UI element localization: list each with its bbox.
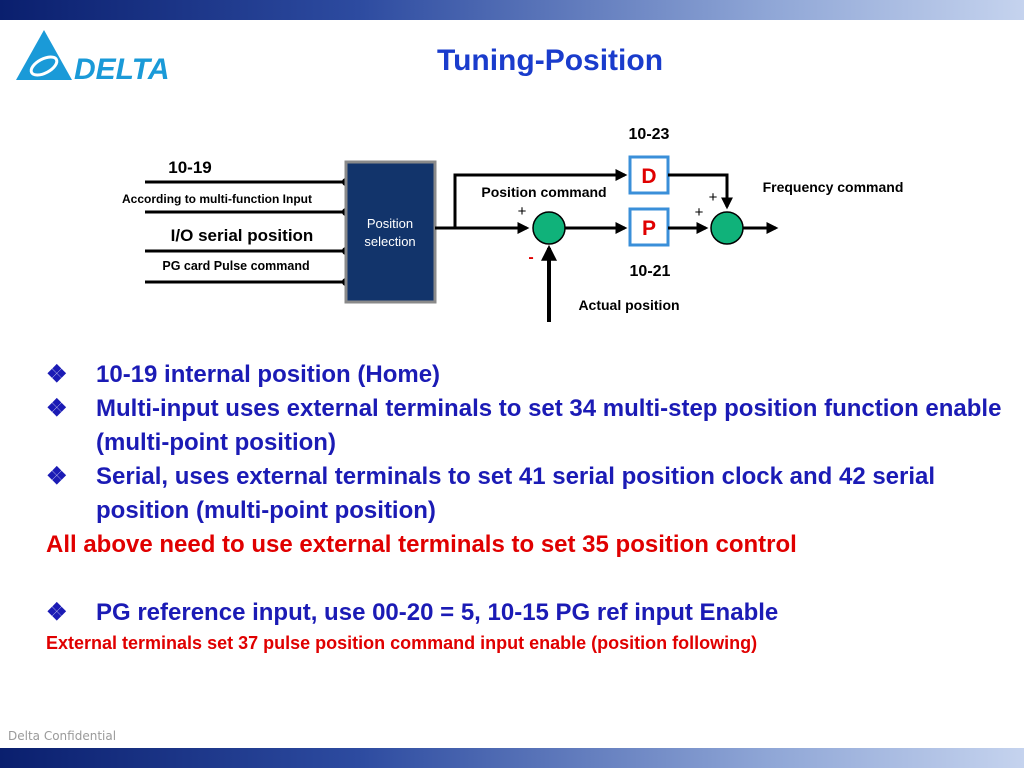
label-pg-card-pulse: PG card Pulse command <box>162 259 309 273</box>
bullet-text-1: 10-19 internal position (Home) <box>96 361 441 388</box>
note-external-terminals: All above need to use external terminals… <box>46 531 797 558</box>
label-10-19: 10-19 <box>168 158 211 177</box>
p-block-label: P <box>642 217 656 240</box>
d-block-label: D <box>641 165 656 188</box>
bullet-item-4: ❖ PG reference input, use 00-20 = 5, 10-… <box>46 596 1021 630</box>
position-selection-box <box>344 160 437 304</box>
label-io-serial-position: I/O serial position <box>171 226 314 245</box>
bullet-list: ❖ 10-19 internal position (Home) ❖ Multi… <box>46 358 1021 656</box>
label-frequency-command: Frequency command <box>763 179 904 195</box>
bullet-text-2: Multi-input uses external terminals to s… <box>96 395 1002 456</box>
label-position-command: Position command <box>481 184 606 200</box>
bullet-item-2: ❖ Multi-input uses external terminals to… <box>46 392 1021 460</box>
summing-junction-2 <box>710 211 744 245</box>
bullet-text-4: PG reference input, use 00-20 = 5, 10-15… <box>96 599 779 626</box>
brand-wordmark: DELTA <box>74 53 170 84</box>
label-multi-function-input: According to multi-function Input <box>122 192 312 206</box>
p-block <box>628 207 670 247</box>
branch-to-d-line <box>453 169 628 228</box>
diamond-bullet-icon: ❖ <box>46 361 68 388</box>
slide-title: Tuning-Position <box>436 44 664 77</box>
sum2-plus-top: + <box>709 189 718 206</box>
note-pulse-position: External terminals set 37 pulse position… <box>46 633 758 653</box>
diamond-bullet-icon: ❖ <box>46 463 68 490</box>
diamond-bullet-icon: ❖ <box>46 599 68 626</box>
bullet-item-3: ❖ Serial, uses external terminals to set… <box>46 460 1021 528</box>
bullet-text-3: Serial, uses external terminals to set 4… <box>96 463 936 524</box>
label-10-21: 10-21 <box>630 263 671 280</box>
sum1-minus-sign: - <box>528 249 533 266</box>
label-10-23: 10-23 <box>629 126 670 143</box>
d-to-sum2-line <box>668 173 733 210</box>
top-gradient-band <box>0 0 1024 20</box>
label-actual-position: Actual position <box>578 297 679 313</box>
spacer <box>46 562 1021 596</box>
position-selection-line2: selection <box>364 234 415 249</box>
delta-logo: DELTA <box>16 30 170 84</box>
position-selection-line1: Position <box>367 216 413 231</box>
position-control-diagram: 10-19 According to multi-function Input … <box>122 126 904 322</box>
bullet-item-1: ❖ 10-19 internal position (Home) <box>46 358 1021 392</box>
d-block <box>628 155 670 195</box>
confidential-footer: Delta Confidential <box>8 729 117 743</box>
summing-junction-1 <box>532 211 566 245</box>
sum2-plus-left: + <box>695 204 704 221</box>
diamond-bullet-icon: ❖ <box>46 395 68 422</box>
sum1-plus-sign: + <box>518 203 527 220</box>
bottom-gradient-band <box>0 748 1024 768</box>
